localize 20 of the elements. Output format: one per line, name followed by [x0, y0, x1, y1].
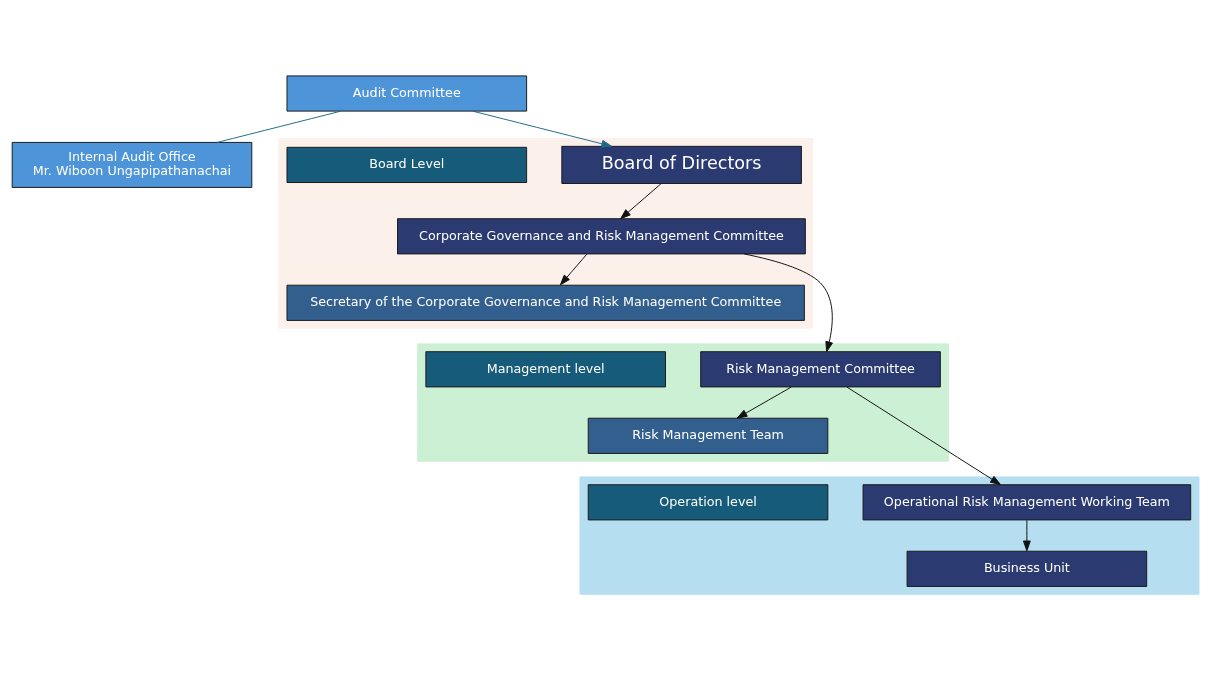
node-box: Board of Directors [561, 145, 802, 184]
arrow [743, 252, 833, 352]
arrow [559, 253, 588, 285]
node-box: Audit Committee [286, 74, 528, 112]
node-box: Secretary of the Corporate Governance and Risk Management Committee [286, 284, 805, 321]
arrow [1022, 519, 1031, 551]
node-box: Risk Management Team [587, 417, 829, 454]
node-box: Internal Audit Office Mr. Wiboon Ungapipathanachai [11, 141, 253, 188]
node-box: Operation level [587, 483, 829, 520]
node-box: Business Unit [906, 550, 1148, 587]
node-box: Risk Management Committee [700, 350, 941, 387]
node-box: Management level [425, 350, 666, 387]
arrow [846, 386, 1001, 485]
node-box: Corporate Governance and Risk Management Committee [397, 217, 806, 254]
node-box: Operational Risk Management Working Team [862, 483, 1192, 520]
connector [216, 110, 342, 143]
arrow [472, 110, 612, 148]
node-box: Board Level [286, 146, 528, 183]
arrow [736, 386, 792, 419]
arrow [620, 182, 662, 219]
